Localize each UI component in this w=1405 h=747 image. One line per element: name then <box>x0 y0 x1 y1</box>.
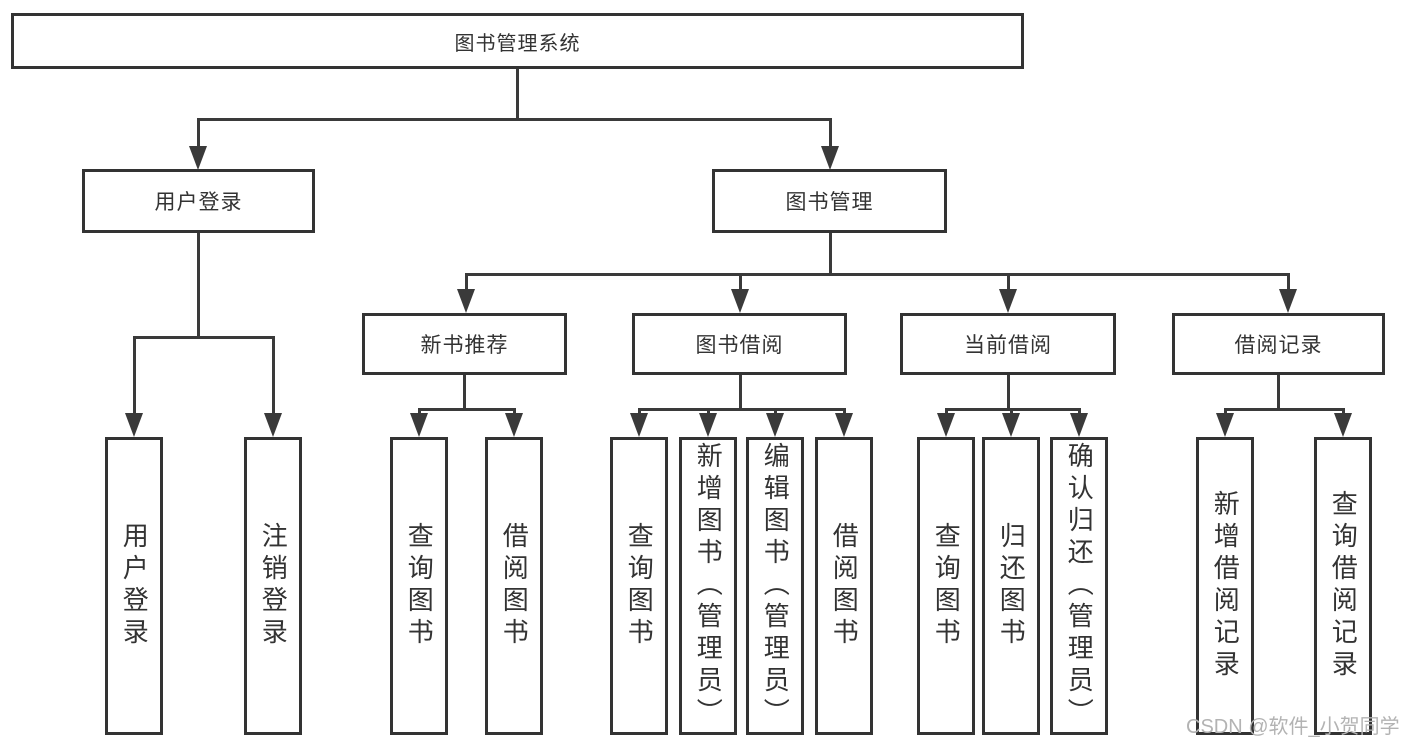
leaf-return-books: 归还图书 <box>982 437 1040 735</box>
leaf-confirm-return-admin-label: 确认归还（管理员） <box>1064 442 1095 730</box>
connector-line <box>843 408 846 415</box>
leaf-current-query-books: 查询图书 <box>917 437 975 735</box>
node-user-login-label: 用户登录 <box>154 191 243 214</box>
leaf-recommend-borrow-books: 借阅图书 <box>485 437 543 735</box>
node-book-borrow: 图书借阅 <box>632 313 847 375</box>
arrow-down-icon <box>1216 413 1234 437</box>
arrow-down-icon <box>1002 413 1020 437</box>
connector-line <box>133 336 136 414</box>
connector-line <box>513 408 516 415</box>
connector-line <box>516 69 519 118</box>
leaf-confirm-return-admin: 确认归还（管理员） <box>1050 437 1108 735</box>
connector-line <box>1277 374 1280 408</box>
connector-line <box>1224 408 1227 415</box>
leaf-borrow-books-label: 借阅图书 <box>829 522 860 650</box>
leaf-borrow-query-books: 查询图书 <box>610 437 668 735</box>
connector-line <box>418 408 421 415</box>
leaf-borrow-query-books-label: 查询图书 <box>624 522 655 650</box>
arrow-down-icon <box>630 413 648 437</box>
leaf-user-login: 用户登录 <box>105 437 163 735</box>
connector-line <box>1007 374 1010 408</box>
leaf-user-login-label: 用户登录 <box>119 522 150 650</box>
arrow-down-icon <box>937 413 955 437</box>
connector-line <box>1342 408 1345 415</box>
node-root: 图书管理系统 <box>11 13 1024 69</box>
arrow-down-icon <box>766 413 784 437</box>
node-borrow-record-label: 借阅记录 <box>1234 334 1323 357</box>
leaf-edit-books-admin-label: 编辑图书（管理员） <box>760 442 791 730</box>
connector-line <box>465 273 468 293</box>
connector-line <box>739 273 742 293</box>
connector-line <box>1224 408 1345 411</box>
connector-line <box>707 408 710 415</box>
arrow-down-icon <box>189 146 207 170</box>
node-user-login: 用户登录 <box>82 169 315 233</box>
connector-line <box>1010 408 1013 415</box>
arrow-down-icon <box>999 289 1017 313</box>
leaf-borrow-books: 借阅图书 <box>815 437 873 735</box>
connector-line <box>1007 273 1010 293</box>
arrow-down-icon <box>1279 289 1297 313</box>
leaf-current-query-books-label: 查询图书 <box>931 522 962 650</box>
arrow-down-icon <box>731 289 749 313</box>
connector-line <box>418 408 516 411</box>
leaf-recommend-query-books-label: 查询图书 <box>404 522 435 650</box>
node-book-management-label: 图书管理 <box>785 191 874 214</box>
connector-line <box>1287 273 1290 293</box>
leaf-query-borrow-record-label: 查询借阅记录 <box>1328 490 1359 682</box>
connector-line <box>197 118 832 121</box>
watermark: CSDN @软件_小贺同学 <box>1186 716 1400 738</box>
connector-line <box>197 232 200 336</box>
connector-line <box>739 374 742 408</box>
arrow-down-icon <box>1070 413 1088 437</box>
arrow-down-icon <box>699 413 717 437</box>
arrow-down-icon <box>821 146 839 170</box>
connector-line <box>272 336 275 414</box>
connector-line <box>465 273 1289 276</box>
node-new-book-recommend-label: 新书推荐 <box>420 334 509 357</box>
node-current-borrow: 当前借阅 <box>900 313 1116 375</box>
leaf-query-borrow-record: 查询借阅记录 <box>1314 437 1372 735</box>
node-current-borrow-label: 当前借阅 <box>964 334 1052 357</box>
arrow-down-icon <box>410 413 428 437</box>
connector-line <box>463 374 466 408</box>
leaf-add-books-admin-label: 新增图书（管理员） <box>693 442 724 730</box>
leaf-edit-books-admin: 编辑图书（管理员） <box>746 437 804 735</box>
connector-line <box>638 408 846 411</box>
connector-line <box>774 408 777 415</box>
arrow-down-icon <box>1334 413 1352 437</box>
arrow-down-icon <box>125 413 143 437</box>
connector-line <box>197 118 200 148</box>
arrow-down-icon <box>505 413 523 437</box>
leaf-recommend-query-books: 查询图书 <box>390 437 448 735</box>
node-book-management: 图书管理 <box>712 169 947 233</box>
arrow-down-icon <box>835 413 853 437</box>
connector-line <box>1078 408 1081 415</box>
node-new-book-recommend: 新书推荐 <box>362 313 567 375</box>
connector-line <box>829 232 832 273</box>
node-book-borrow-label: 图书借阅 <box>695 334 784 357</box>
connector-line <box>829 118 832 148</box>
connector-line <box>133 336 275 339</box>
arrow-down-icon <box>457 289 475 313</box>
leaf-add-borrow-record: 新增借阅记录 <box>1196 437 1254 735</box>
leaf-add-borrow-record-label: 新增借阅记录 <box>1210 490 1241 682</box>
node-borrow-record: 借阅记录 <box>1172 313 1385 375</box>
leaf-recommend-borrow-books-label: 借阅图书 <box>499 522 530 650</box>
connector-line <box>945 408 948 415</box>
node-root-label: 图书管理系统 <box>454 32 581 55</box>
leaf-add-books-admin: 新增图书（管理员） <box>679 437 737 735</box>
leaf-logout-label: 注销登录 <box>258 522 289 650</box>
leaf-logout: 注销登录 <box>244 437 302 735</box>
leaf-return-books-label: 归还图书 <box>996 522 1027 650</box>
connector-line <box>638 408 641 415</box>
arrow-down-icon <box>264 413 282 437</box>
